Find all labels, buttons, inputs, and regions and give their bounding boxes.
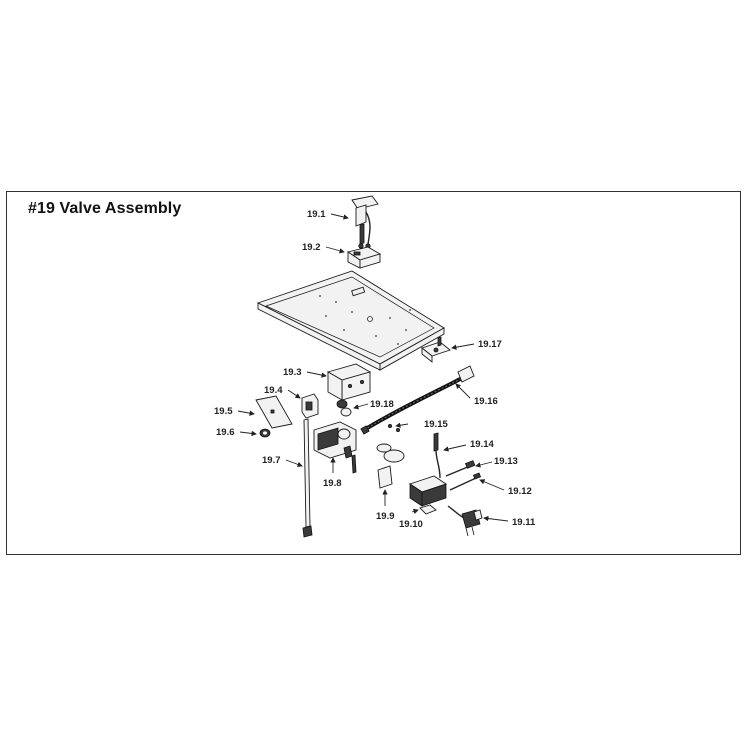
part-19-1-pilot-assembly [351,195,379,249]
part-19-9-bracket [376,443,405,489]
part-19-11-switch [447,505,483,537]
burner-tray-plate [256,270,445,371]
callout-19-5: 19.5 [214,406,233,417]
part-19-17-pilot-bracket [421,336,451,363]
part-19-2-pilot-bracket [346,246,382,269]
part-19-14-ignitor-lead [433,432,441,479]
part-19-5-knob-plate [255,395,293,429]
part-19-18-fitting [336,399,352,417]
callout-19-4: 19.4 [264,385,283,396]
part-19-4-control-knob [301,393,319,419]
part-19-8-gas-valve [313,421,357,474]
part-19-13-wire [445,460,476,477]
callout-19-14: 19.14 [470,439,494,450]
callout-19-10: 19.10 [399,519,423,530]
part-19-7-ignitor-rod [302,418,313,538]
callout-19-1: 19.1 [307,209,326,220]
callout-19-11: 19.11 [512,517,536,528]
callout-19-9: 19.9 [376,511,395,522]
part-19-10-ignitor-module [408,475,448,515]
callout-19-7: 19.7 [262,455,281,466]
part-19-15-nut [387,423,400,432]
part-19-3-valve-bracket [326,363,372,401]
callout-19-8: 19.8 [323,478,342,489]
callout-19-16: 19.16 [474,396,498,407]
part-19-12-wire [449,472,482,491]
callout-19-13: 19.13 [494,456,518,467]
callout-19-3: 19.3 [283,367,302,378]
leader-arrows [237,213,509,522]
part-19-6-nut [259,428,271,438]
callout-19-18: 19.18 [370,399,394,410]
callout-19-2: 19.2 [302,242,321,253]
callout-19-12: 19.12 [508,486,532,497]
callout-19-15: 19.15 [424,419,448,430]
callout-19-6: 19.6 [216,427,235,438]
diagram-title: #19 Valve Assembly [28,200,182,217]
callout-19-17: 19.17 [478,339,502,350]
part-19-16-gas-tube [360,365,475,435]
